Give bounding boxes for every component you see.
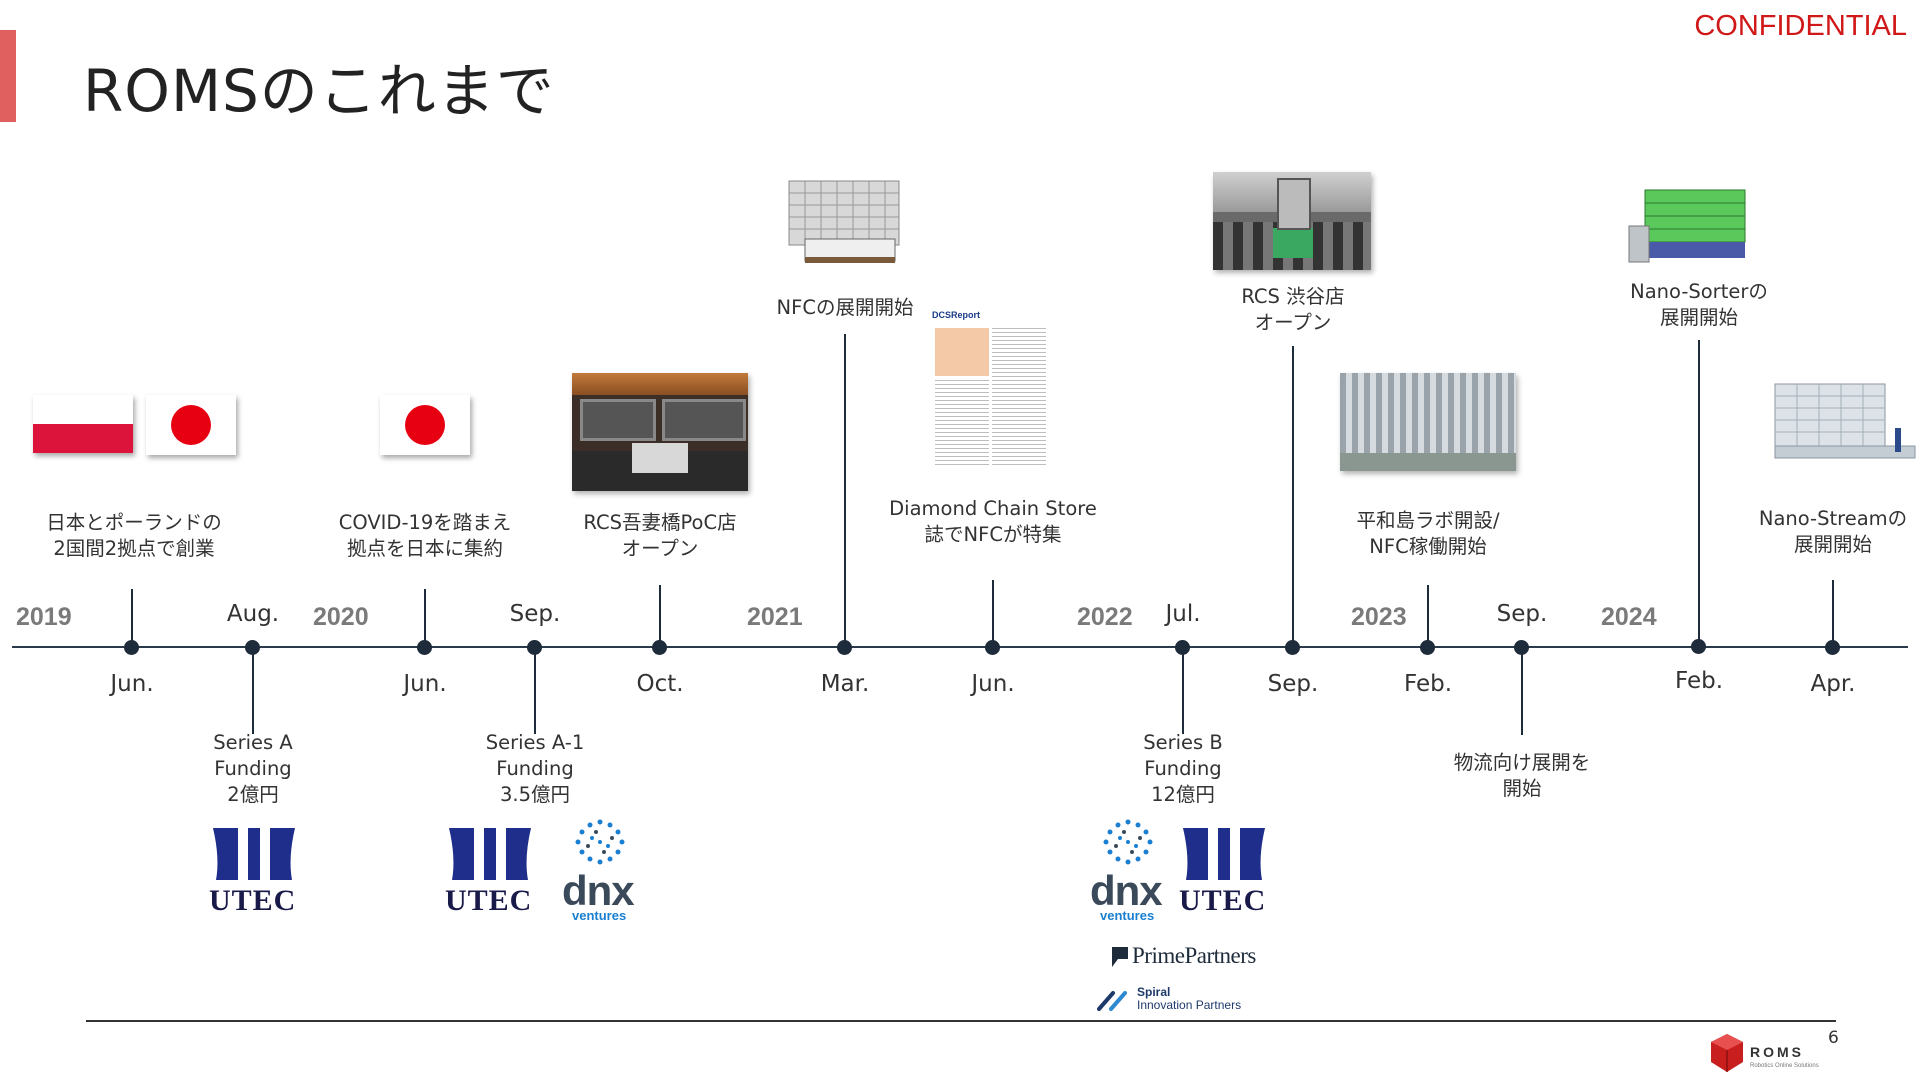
- year-label-2024: 2024: [1601, 603, 1657, 632]
- prime-partners-logo: PrimePartners: [1110, 943, 1270, 973]
- nano-stream-illustration: [1765, 380, 1920, 472]
- event-nano-stream-marker: [1825, 640, 1840, 655]
- event-founding-connector: [131, 589, 133, 647]
- event-covid-marker: [417, 640, 432, 655]
- event-rcs-shibuya-marker: [1285, 640, 1300, 655]
- event-diamond-marker: [985, 640, 1000, 655]
- event-rcs-poc-label: RCS吾妻橋PoC店オープン: [583, 510, 736, 562]
- confidential-label: CONFIDENTIAL: [1694, 10, 1907, 43]
- diamond-chain-store-magazine: DCSReport: [930, 310, 1050, 470]
- event-nfc-rollout-connector: [844, 334, 846, 647]
- year-label-2022: 2022: [1077, 603, 1133, 632]
- dnx-ventures-logo: dnx ventures: [560, 816, 640, 926]
- month-label-sep-2020: Sep.: [510, 601, 561, 627]
- month-label-sep-2022: Sep.: [1268, 671, 1319, 697]
- rcs-shibuya-robot-photo: [1213, 172, 1371, 270]
- event-nfc-rollout-label: NFCの展開開始: [777, 295, 914, 321]
- year-label-2023: 2023: [1351, 603, 1407, 632]
- utec-logo: UTEC: [444, 828, 536, 922]
- event-nano-stream-connector: [1832, 580, 1834, 647]
- footer-divider: [86, 1020, 1836, 1022]
- title-accent-bar: [0, 30, 16, 122]
- month-label-feb-2023: Feb.: [1404, 671, 1452, 697]
- event-covid-connector: [424, 589, 426, 647]
- event-rcs-shibuya-connector: [1292, 346, 1294, 647]
- month-label-aug-2019: Aug.: [227, 601, 279, 627]
- month-label-jun-2020: Jun.: [403, 671, 446, 697]
- nfc-machine-illustration: [775, 175, 915, 271]
- dnx-ventures-logo: dnx ventures: [1088, 816, 1168, 926]
- event-rcs-poc-marker: [652, 640, 667, 655]
- event-series-b-connector: [1182, 647, 1184, 734]
- month-label-mar-2021: Mar.: [821, 671, 870, 697]
- flag-japan-icon: [146, 395, 236, 455]
- month-label-oct-2020: Oct.: [636, 671, 683, 697]
- utec-logo: UTEC: [1178, 828, 1270, 922]
- event-nano-stream-label: Nano-Streamの展開開始: [1759, 506, 1907, 558]
- utec-logo: UTEC: [208, 828, 300, 922]
- spiral-innovation-partners-logo: Spiral Innovation Partners: [1097, 985, 1267, 1017]
- roms-logo: ROMS Robotics Online Solutions: [1708, 1032, 1908, 1076]
- page-title: ROMSのこれまで: [83, 44, 555, 128]
- event-founding-marker: [124, 640, 139, 655]
- heiwajima-lab-photo: [1340, 373, 1516, 471]
- event-covid-label: COVID-19を踏まえ拠点を日本に集約: [339, 510, 512, 562]
- month-label-jun-2021: Jun.: [971, 671, 1014, 697]
- event-series-a-connector: [252, 647, 254, 734]
- month-label-sep-2023: Sep.: [1497, 601, 1548, 627]
- event-series-a1-connector: [534, 647, 536, 734]
- month-label-feb-2024: Feb.: [1675, 668, 1723, 694]
- event-logistics-label: 物流向け展開を開始: [1454, 750, 1591, 802]
- year-label-2020: 2020: [313, 603, 369, 632]
- event-heiwajima-label: 平和島ラボ開設/NFC稼働開始: [1356, 508, 1499, 560]
- event-nano-sorter-marker: [1691, 639, 1706, 654]
- flag-poland-icon: [33, 395, 133, 453]
- event-nfc-rollout-marker: [837, 640, 852, 655]
- timeline-axis: [12, 646, 1908, 648]
- nano-sorter-illustration: [1625, 186, 1750, 266]
- rcs-poc-store-photo: [572, 373, 748, 491]
- event-nano-sorter-label: Nano-Sorterの展開開始: [1630, 279, 1768, 331]
- event-diamond-connector: [992, 580, 994, 647]
- event-nano-sorter-connector: [1698, 340, 1700, 646]
- flag-japan-icon: [380, 395, 470, 455]
- event-rcs-poc-connector: [659, 585, 661, 647]
- month-label-jun-2019: Jun.: [110, 671, 153, 697]
- year-label-2021: 2021: [747, 603, 803, 632]
- year-label-2019: 2019: [16, 603, 72, 632]
- event-rcs-shibuya-label: RCS 渋谷店オープン: [1241, 284, 1344, 336]
- month-label-apr-2024: Apr.: [1811, 671, 1856, 697]
- event-logistics-connector: [1521, 647, 1523, 735]
- event-heiwajima-connector: [1427, 585, 1429, 647]
- month-label-jul-2022: Jul.: [1165, 601, 1200, 627]
- event-heiwajima-marker: [1420, 640, 1435, 655]
